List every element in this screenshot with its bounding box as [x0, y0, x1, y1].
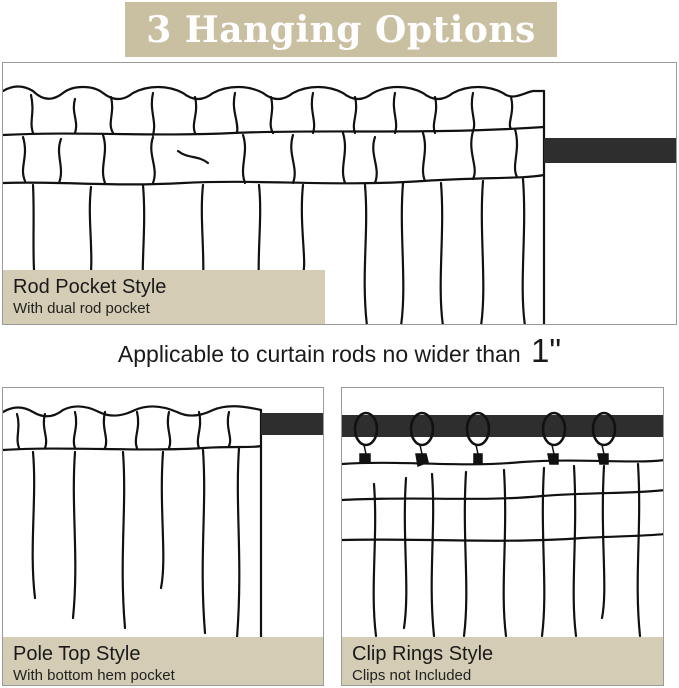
clip-rings-caption: Clip Rings Style Clips not Included — [342, 637, 663, 685]
curtain-rod — [261, 413, 323, 435]
rod-pocket-subtitle: With dual rod pocket — [13, 300, 150, 317]
ring-icon — [591, 411, 617, 447]
rod-pocket-caption: Rod Pocket Style With dual rod pocket — [3, 270, 325, 324]
ring-icon — [465, 411, 491, 447]
clip-rings-subtitle: Clips not Included — [352, 667, 472, 684]
clip-rings-illustration — [342, 411, 663, 638]
pole-top-title: Pole Top Style — [13, 643, 141, 665]
clip-rings-panel: Clip Rings Style Clips not Included — [341, 387, 664, 686]
rod-width-size: 1" — [531, 332, 562, 369]
pole-top-subtitle: With bottom hem pocket — [13, 667, 175, 684]
pole-top-illustration — [3, 405, 323, 650]
rod-width-note: Applicable to curtain rods no wider than… — [0, 332, 679, 370]
title-banner: 3 Hanging Options — [125, 2, 557, 57]
ring-icon — [409, 411, 435, 447]
ring-icon — [353, 411, 379, 447]
pole-top-panel: Pole Top Style With bottom hem pocket — [2, 387, 324, 686]
curtain-rod — [342, 415, 663, 437]
curtain-rod — [544, 138, 676, 163]
pole-top-caption: Pole Top Style With bottom hem pocket — [3, 637, 323, 685]
rod-width-text: Applicable to curtain rods no wider than — [117, 341, 521, 367]
rod-pocket-panel: Rod Pocket Style With dual rod pocket — [2, 62, 677, 325]
ring-icon — [541, 411, 567, 447]
rod-pocket-title: Rod Pocket Style — [13, 276, 167, 298]
clip-rings-title: Clip Rings Style — [352, 643, 494, 665]
page-title: 3 Hanging Options — [146, 8, 536, 51]
rod-pocket-illustration — [3, 85, 676, 324]
